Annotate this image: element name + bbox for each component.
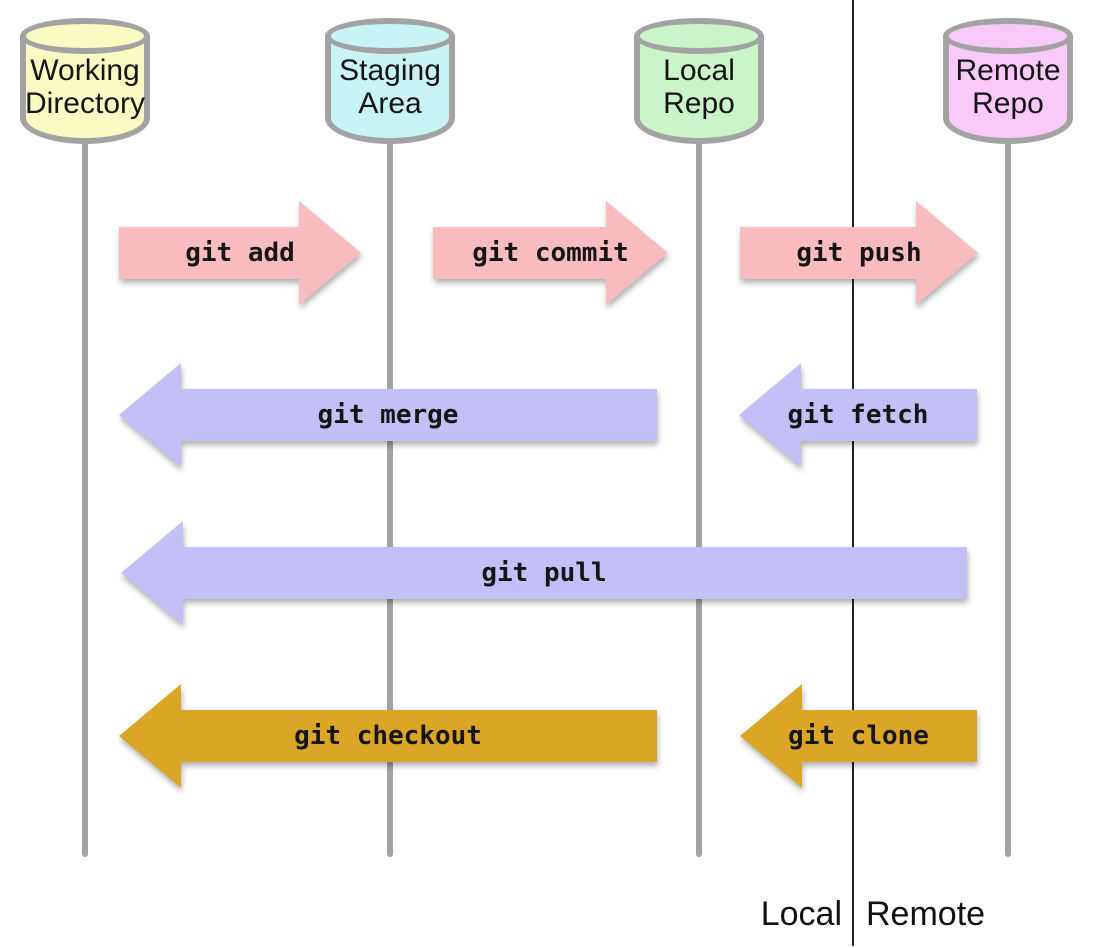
arrow-label: git clone (788, 721, 929, 751)
arrow-label: git merge (317, 400, 459, 430)
cylinder-body (20, 35, 150, 144)
cylinder-lid (325, 18, 455, 54)
arrow-git-clone: git clone (740, 684, 977, 788)
store-local-repo: Local Repo (634, 18, 764, 144)
cylinder-lid (20, 18, 150, 54)
cylinder-lid (634, 18, 764, 54)
store-remote-repo: Remote Repo (943, 18, 1073, 144)
arrow-git-fetch: git fetch (739, 363, 977, 467)
arrow-shape: git push (740, 201, 978, 305)
arrow-shape: git merge (119, 363, 657, 467)
lane-line-working-directory (82, 118, 88, 857)
arrow-git-add: git add (119, 201, 361, 305)
arrow-label: git commit (472, 238, 629, 268)
arrow-label: git add (185, 238, 295, 268)
store-label: Local Repo (663, 54, 735, 120)
arrow-git-merge: git merge (119, 363, 657, 467)
arrow-shape: git commit (433, 201, 668, 305)
arrow-shape: git pull (121, 521, 967, 625)
store-working-directory: Working Directory (20, 18, 150, 144)
arrow-shape: git add (119, 201, 361, 305)
store-label: Remote Repo (955, 54, 1061, 120)
arrow-label: git pull (481, 558, 607, 588)
arrow-git-push: git push (740, 201, 978, 305)
arrow-label: git checkout (294, 721, 482, 751)
arrow-git-checkout: git checkout (119, 684, 657, 788)
arrow-git-commit: git commit (433, 201, 668, 305)
arrow-label: git push (796, 238, 922, 268)
lane-line-local-repo (696, 118, 702, 857)
store-label: Staging Area (339, 54, 441, 120)
arrow-shape: git clone (740, 684, 977, 788)
arrow-git-pull: git pull (121, 521, 967, 625)
region-label-remote: Remote (866, 895, 986, 933)
store-staging-area: Staging Area (325, 18, 455, 144)
store-label: Working Directory (24, 54, 145, 120)
region-label-local: Local (760, 895, 842, 933)
arrow-label: git fetch (787, 400, 929, 430)
lane-line-remote-repo (1005, 118, 1011, 857)
local-remote-divider-line (852, 0, 854, 946)
arrow-shape: git checkout (119, 684, 657, 788)
lane-line-staging-area (387, 118, 393, 857)
arrow-shape: git fetch (739, 363, 977, 467)
cylinder-lid (943, 18, 1073, 54)
